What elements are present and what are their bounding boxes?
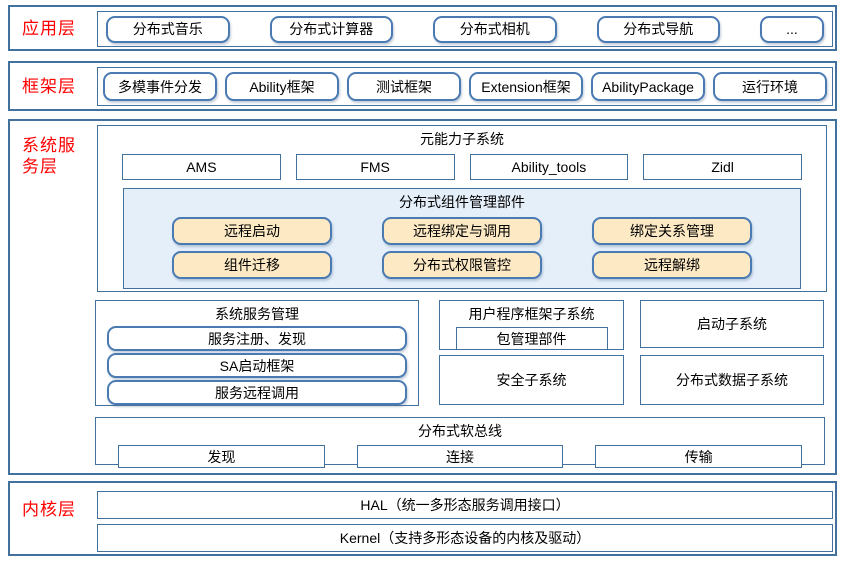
kernel-layer: 内核层 HAL（统一多形态服务调用接口） Kernel（支持多形态设备的内核及驱… <box>8 481 837 556</box>
box-transmission: 传输 <box>595 445 803 468</box>
distributed-component-mgmt-title: 分布式组件管理部件 <box>399 194 525 210</box>
distributed-softbus-row: 发现 连接 传输 <box>96 445 824 468</box>
box-service-register-discovery: 服务注册、发现 <box>107 326 407 351</box>
box-remote-start: 远程启动 <box>172 217 332 245</box>
fw-box-ability-framework: Ability框架 <box>225 72 339 101</box>
system-service-mgmt-title: 系统服务管理 <box>215 306 299 322</box>
box-connection: 连接 <box>356 445 564 468</box>
user-program-framework-box: 用户程序框架子系统 包管理部件 <box>439 300 624 350</box>
framework-layer: 框架层 多模事件分发 Ability框架 测试框架 Extension框架 Ab… <box>8 61 837 111</box>
kernel-layer-label: 内核层 <box>22 500 76 519</box>
box-ability-tools: Ability_tools <box>469 154 629 180</box>
box-ams: AMS <box>122 154 281 180</box>
application-layer-label: 应用层 <box>22 19 76 38</box>
box-fms: FMS <box>295 154 455 180</box>
application-layer: 应用层 分布式音乐 分布式计算器 分布式相机 分布式导航 ... <box>8 5 837 51</box>
app-box-distributed-camera: 分布式相机 <box>433 15 557 43</box>
fw-box-runtime-environment: 运行环境 <box>713 72 827 101</box>
box-kernel: Kernel（支持多形态设备的内核及驱动） <box>97 524 833 552</box>
distributed-data-subsystem-box: 分布式数据子系统 <box>640 355 824 405</box>
box-service-remote-call: 服务远程调用 <box>107 380 407 405</box>
box-component-migration: 组件迁移 <box>172 251 332 279</box>
box-zidl: Zidl <box>643 154 802 180</box>
fw-box-extension-framework: Extension框架 <box>469 72 583 101</box>
distributed-softbus-title: 分布式软总线 <box>418 423 502 439</box>
app-box-distributed-music: 分布式音乐 <box>106 15 230 43</box>
box-package-mgmt-component: 包管理部件 <box>455 327 608 350</box>
app-box-ellipsis: ... <box>760 15 824 43</box>
fw-box-test-framework: 测试框架 <box>347 72 461 101</box>
system-service-mgmt-box: 系统服务管理 服务注册、发现 SA启动框架 服务远程调用 <box>95 300 419 406</box>
system-service-layer-label: 系统服务层 <box>22 136 76 176</box>
framework-layer-label: 框架层 <box>22 77 76 96</box>
dist-component-row-2: 组件迁移 分布式权限管控 远程解绑 <box>124 251 800 279</box>
box-discovery: 发现 <box>118 445 325 468</box>
fw-box-multimodal-event-dispatch: 多模事件分发 <box>103 72 217 101</box>
app-box-distributed-navigation: 分布式导航 <box>596 15 720 43</box>
distributed-component-mgmt-panel: 分布式组件管理部件 远程启动 远程绑定与调用 绑定关系管理 组件迁移 分布式权限… <box>123 188 801 289</box>
box-bind-relation-mgmt: 绑定关系管理 <box>592 217 752 245</box>
fw-box-ability-package: AbilityPackage <box>591 72 705 101</box>
meta-ability-row: AMS FMS Ability_tools Zidl <box>98 154 826 180</box>
boot-subsystem-box: 启动子系统 <box>640 300 824 348</box>
box-hal: HAL（统一多形态服务调用接口） <box>97 491 833 519</box>
meta-ability-subsystem-box: 元能力子系统 AMS FMS Ability_tools Zidl 分布式组件管… <box>97 125 827 292</box>
security-subsystem-box: 安全子系统 <box>439 355 624 405</box>
system-service-layer: 系统服务层 元能力子系统 AMS FMS Ability_tools Zidl … <box>8 119 837 475</box>
app-box-distributed-calculator: 分布式计算器 <box>269 15 393 43</box>
box-sa-start-framework: SA启动框架 <box>107 353 407 378</box>
box-distributed-permission-control: 分布式权限管控 <box>382 251 542 279</box>
application-layer-frame: 分布式音乐 分布式计算器 分布式相机 分布式导航 ... <box>97 11 833 47</box>
user-program-framework-title: 用户程序框架子系统 <box>468 306 595 322</box>
box-remote-unbind: 远程解绑 <box>592 251 752 279</box>
dist-component-row-1: 远程启动 远程绑定与调用 绑定关系管理 <box>124 217 800 245</box>
framework-layer-frame: 多模事件分发 Ability框架 测试框架 Extension框架 Abilit… <box>97 67 833 106</box>
box-remote-bind-call: 远程绑定与调用 <box>382 217 542 245</box>
distributed-softbus-box: 分布式软总线 发现 连接 传输 <box>95 417 825 468</box>
meta-ability-subsystem-title: 元能力子系统 <box>420 131 504 147</box>
